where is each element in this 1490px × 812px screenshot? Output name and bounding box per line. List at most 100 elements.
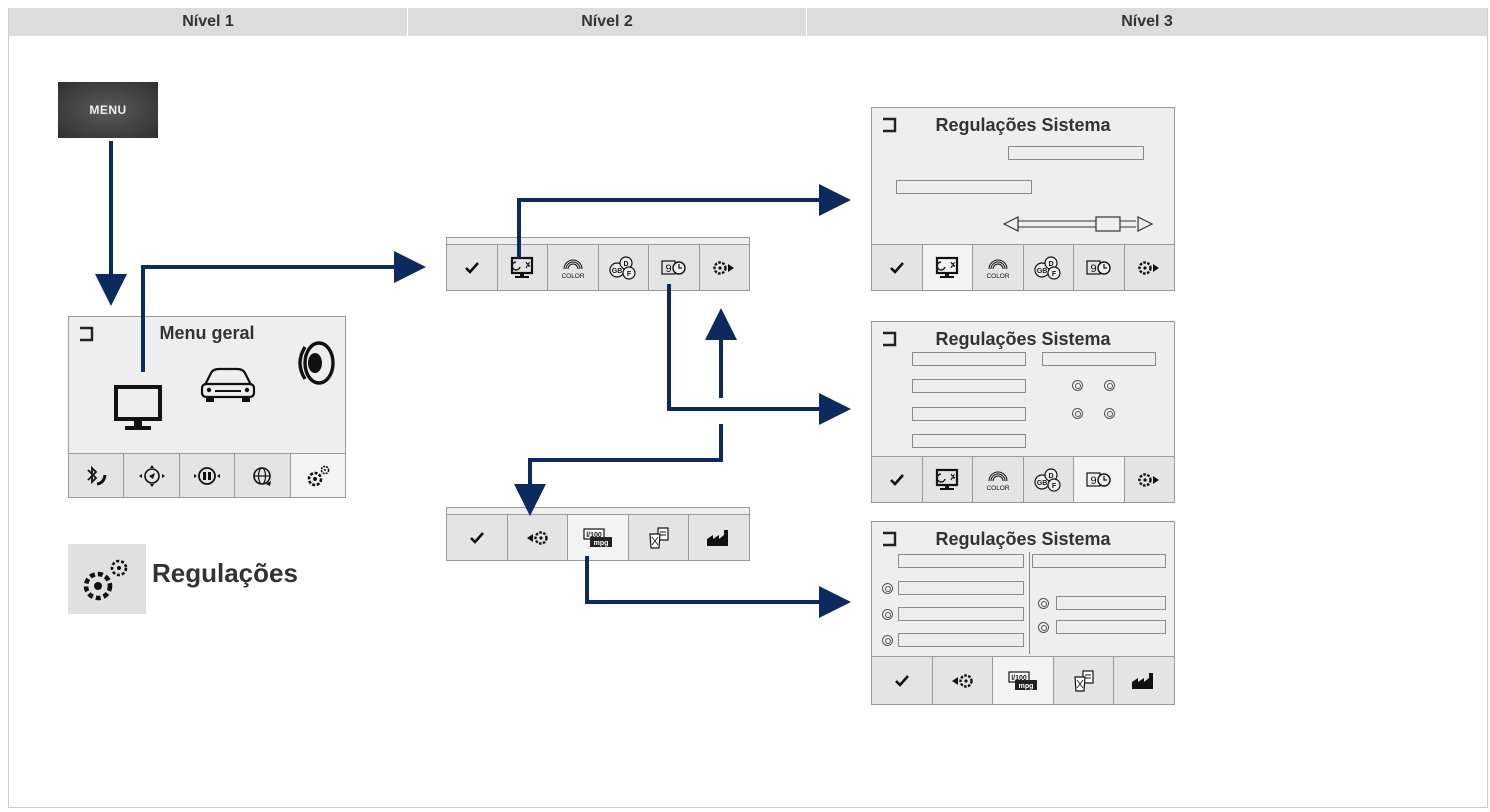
field[interactable] <box>898 581 1024 595</box>
header-divider <box>407 8 408 36</box>
tab-factory[interactable] <box>1113 657 1174 704</box>
tab-delete[interactable] <box>1052 657 1114 704</box>
field[interactable] <box>912 379 1026 393</box>
radio-button[interactable] <box>882 583 893 594</box>
field[interactable] <box>898 554 1024 568</box>
field[interactable] <box>912 407 1026 421</box>
svg-text:COLOR: COLOR <box>986 485 1009 492</box>
field[interactable] <box>898 607 1024 621</box>
check-icon <box>894 674 909 687</box>
radio-button[interactable] <box>1038 598 1049 609</box>
menu-button[interactable]: MENU <box>58 82 158 138</box>
tab-settings-next[interactable] <box>1123 457 1175 502</box>
tab-settings-back[interactable] <box>506 515 568 560</box>
radio-button[interactable] <box>1072 380 1083 391</box>
tab-color[interactable]: COLOR <box>547 245 598 290</box>
tab-clock[interactable]: 9 <box>1073 245 1124 290</box>
radio-button[interactable] <box>1104 380 1115 391</box>
header-level-1: Nível 1 <box>9 8 407 36</box>
svg-text:mpg: mpg <box>594 540 609 547</box>
svg-text:9: 9 <box>665 263 671 275</box>
tab-confirm[interactable] <box>447 245 497 290</box>
speaker-icon[interactable] <box>291 339 339 391</box>
settings-next-icon <box>713 260 735 275</box>
column-divider <box>1029 552 1030 654</box>
field[interactable] <box>1032 554 1166 568</box>
radio-button[interactable] <box>1038 622 1049 633</box>
tab-display[interactable] <box>496 245 548 290</box>
radio-button[interactable] <box>882 609 893 620</box>
svg-text:F: F <box>1052 271 1057 278</box>
svg-text:GB: GB <box>612 268 623 275</box>
back-icon[interactable] <box>880 116 900 134</box>
tab-clock[interactable]: 9 <box>1073 457 1124 502</box>
field[interactable] <box>898 633 1024 647</box>
tab-confirm[interactable] <box>872 657 932 704</box>
panel-title: Regulações Sistema <box>935 329 1111 349</box>
tab-settings-next[interactable] <box>698 245 750 290</box>
car-icon[interactable] <box>199 365 257 405</box>
svg-text:D: D <box>1049 261 1054 268</box>
radio-button[interactable] <box>1104 408 1115 419</box>
svg-text:9: 9 <box>1090 475 1096 487</box>
tab-settings-back[interactable] <box>931 657 993 704</box>
back-icon[interactable] <box>880 330 900 348</box>
tab-navigation[interactable] <box>123 454 178 497</box>
tab-confirm[interactable] <box>872 457 922 502</box>
field[interactable] <box>912 352 1026 366</box>
field[interactable] <box>1056 596 1166 610</box>
tab-display[interactable] <box>921 457 973 502</box>
tab-color[interactable]: COLOR <box>972 457 1023 502</box>
settings-back-icon <box>527 530 549 545</box>
tab-factory[interactable] <box>688 515 749 560</box>
svg-text:mpg: mpg <box>1019 683 1034 690</box>
tab-delete[interactable] <box>627 515 689 560</box>
svg-text:l/100: l/100 <box>1011 675 1027 682</box>
field[interactable] <box>896 180 1032 194</box>
tab-connected-services[interactable] <box>234 454 289 497</box>
tab-confirm[interactable] <box>872 245 922 290</box>
tab-phone[interactable] <box>69 454 123 497</box>
tab-color[interactable]: COLOR <box>972 245 1023 290</box>
color-icon: COLOR <box>986 471 1010 492</box>
tab-display[interactable] <box>921 245 972 290</box>
tab-settings[interactable] <box>289 454 346 497</box>
svg-text:l/100: l/100 <box>586 532 602 539</box>
tab-confirm[interactable] <box>447 515 507 560</box>
tab-clock[interactable]: 9 <box>648 245 699 290</box>
back-icon[interactable] <box>77 325 97 343</box>
bluetooth-phone-icon <box>87 465 107 485</box>
monitor-icon[interactable] <box>113 383 167 437</box>
navigation-icon <box>138 464 165 487</box>
svg-text:D: D <box>624 261 629 268</box>
radio-button[interactable] <box>1072 408 1083 419</box>
radio-button[interactable] <box>882 635 893 646</box>
svg-text:D: D <box>1049 473 1054 480</box>
field[interactable] <box>1008 146 1144 160</box>
field[interactable] <box>1042 352 1156 366</box>
tab-media[interactable] <box>178 454 234 497</box>
field[interactable] <box>1056 620 1166 634</box>
panel-title: Regulações Sistema <box>935 529 1111 549</box>
tab-settings-next[interactable] <box>1123 245 1175 290</box>
slider[interactable] <box>1000 214 1156 234</box>
color-icon: COLOR <box>561 259 585 280</box>
field[interactable] <box>912 434 1026 448</box>
media-icon <box>194 466 221 485</box>
back-icon[interactable] <box>880 530 900 548</box>
settings-icon <box>307 465 330 486</box>
